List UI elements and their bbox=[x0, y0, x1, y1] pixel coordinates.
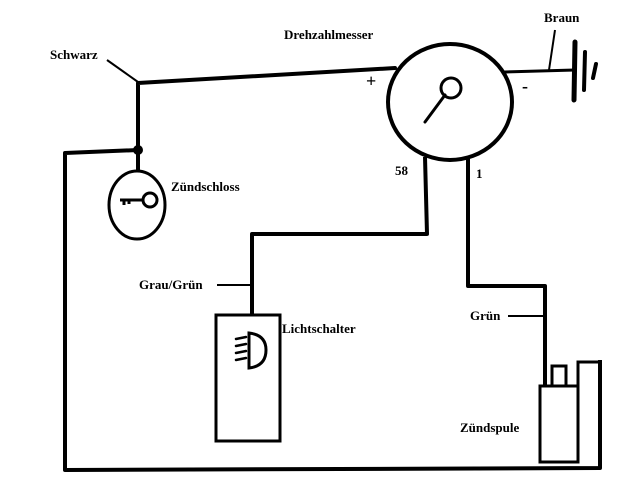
label-light-switch: Lichtschalter bbox=[282, 321, 356, 336]
label-ignition-switch: Zündschloss bbox=[171, 179, 240, 194]
label-terminal-58: 58 bbox=[395, 163, 409, 178]
label-terminal-1: 1 bbox=[476, 166, 483, 181]
coil-body bbox=[538, 384, 580, 464]
wire-green bbox=[466, 158, 547, 386]
label-wire-grey-green: Grau/Grün bbox=[139, 277, 203, 292]
gauge-needle-icon bbox=[423, 93, 447, 124]
label-wire-black: Schwarz bbox=[50, 47, 98, 62]
label-tachometer: Drehzahlmesser bbox=[284, 27, 374, 42]
label-terminal-minus: - bbox=[522, 76, 528, 96]
tachometer bbox=[386, 42, 514, 162]
coil-connector bbox=[576, 360, 600, 386]
gauge-needle-hub-icon bbox=[439, 76, 463, 100]
ignition-switch-body bbox=[107, 169, 167, 241]
label-wire-brown: Braun bbox=[544, 10, 580, 25]
wire-black bbox=[136, 66, 397, 172]
label-terminal-plus: + bbox=[366, 71, 376, 91]
leader-black bbox=[106, 59, 139, 83]
label-wire-green: Grün bbox=[470, 308, 501, 323]
wire-black-loop bbox=[63, 148, 602, 472]
wire-brown bbox=[503, 68, 577, 74]
ground-icon bbox=[571, 39, 598, 103]
ignition-switch bbox=[107, 169, 167, 241]
label-ignition-coil: Zündspule bbox=[460, 420, 519, 435]
leader-brown bbox=[548, 29, 556, 71]
key-icon bbox=[120, 191, 159, 209]
ignition-coil bbox=[538, 360, 600, 464]
coil-terminal bbox=[550, 364, 568, 388]
wire-grey-green bbox=[250, 156, 429, 318]
tachometer-body bbox=[386, 42, 514, 162]
light-switch bbox=[214, 313, 282, 443]
headlight-icon bbox=[234, 331, 268, 370]
